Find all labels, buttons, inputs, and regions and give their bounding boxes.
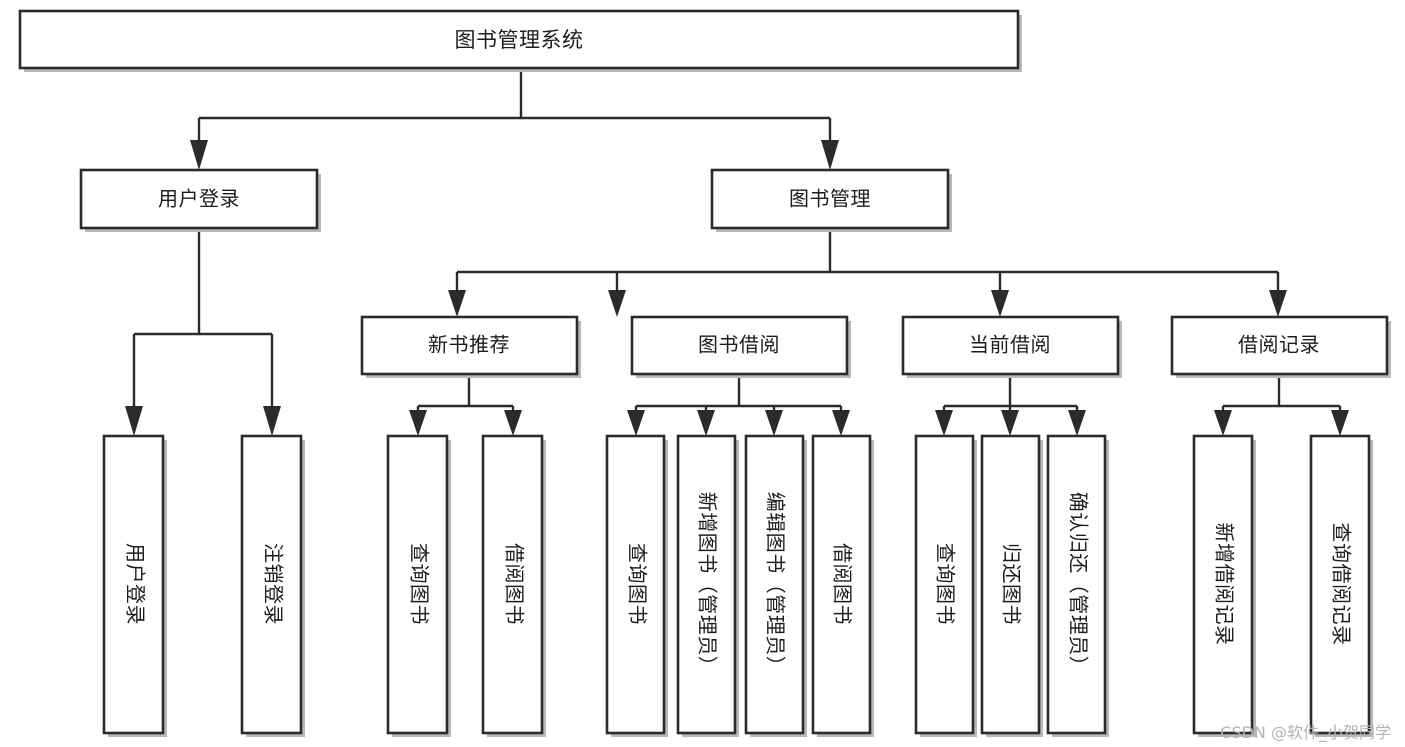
arrow-head-record-add: [1214, 410, 1232, 436]
arrow-head-borrow-record: [1269, 290, 1287, 317]
leaf-current-borrow-1-label: 查询图书: [934, 543, 958, 625]
leaf-borrow-record-1-box[interactable]: [1192, 434, 1254, 735]
leaf-recommend-1[interactable]: 查询图书: [386, 434, 451, 737]
node-user-login-box[interactable]: [79, 168, 319, 230]
leaf-book-borrow-4-label: 借阅图书: [831, 543, 855, 625]
leaf-book-borrow-4[interactable]: 借阅图书: [811, 434, 874, 737]
arrow-head-current-return: [1001, 410, 1019, 436]
leaf-book-borrow-1[interactable]: 查询图书: [605, 434, 668, 737]
leaf-recommend-2-label: 借阅图书: [503, 543, 527, 625]
leaf-book-borrow-3-label: 编辑图书（管理员）: [764, 492, 788, 677]
leaf-borrow-record-2-box[interactable]: [1309, 434, 1371, 735]
leaf-recommend-1-box[interactable]: [386, 434, 449, 735]
node-root-box[interactable]: [18, 9, 1020, 70]
node-root-label: 图书管理系统: [455, 28, 584, 52]
node-new-book-recommend-label: 新书推荐: [428, 333, 510, 357]
arrow-head-user-login: [190, 140, 208, 170]
leaf-current-borrow-1-box[interactable]: [914, 434, 975, 735]
node-borrow-record[interactable]: 借阅记录: [1170, 315, 1391, 378]
arrow-head-borrow-lend: [832, 410, 850, 436]
node-book-manage-label: 图书管理: [789, 187, 871, 211]
leaf-recommend-1-label: 查询图书: [408, 543, 432, 625]
leaf-book-borrow-1-box[interactable]: [605, 434, 666, 735]
node-root[interactable]: 图书管理系统: [18, 9, 1022, 72]
leaf-user-login-1[interactable]: 用户登录: [102, 434, 167, 737]
leaf-recommend-2[interactable]: 借阅图书: [481, 434, 546, 737]
arrow-head-new-book-recommend: [448, 290, 466, 317]
arrow-head-recommend-query: [409, 410, 427, 436]
node-current-borrow[interactable]: 当前借阅: [901, 315, 1122, 378]
arrow-head-current-borrow: [991, 290, 1009, 317]
arrow-head-book-manage: [821, 140, 839, 170]
node-borrow-record-box[interactable]: [1170, 315, 1389, 376]
leaf-current-borrow-3-box[interactable]: [1046, 434, 1107, 735]
arrow-head-book-borrow: [608, 290, 626, 317]
leaf-borrow-record-1-label: 新增借阅记录: [1213, 523, 1237, 646]
node-user-login[interactable]: 用户登录: [79, 168, 321, 232]
leaf-borrow-record-2[interactable]: 查询借阅记录: [1309, 434, 1373, 737]
node-current-borrow-label: 当前借阅: [969, 333, 1051, 357]
node-new-book-recommend[interactable]: 新书推荐: [360, 315, 581, 378]
arrow-head-leaf-user-login: [125, 406, 143, 436]
leaf-book-borrow-2-label: 新增图书（管理员）: [696, 492, 720, 677]
leaf-book-borrow-3[interactable]: 编辑图书（管理员）: [744, 434, 807, 737]
node-book-borrow-box[interactable]: [630, 315, 849, 376]
leaf-book-borrow-4-box[interactable]: [811, 434, 872, 735]
node-book-borrow[interactable]: 图书借阅: [630, 315, 851, 378]
leaf-user-login-1-box[interactable]: [102, 434, 165, 735]
node-borrow-record-label: 借阅记录: [1238, 333, 1320, 357]
leaf-user-login-1-label: 用户登录: [124, 543, 148, 625]
leaf-current-borrow-2[interactable]: 归还图书: [980, 434, 1043, 737]
node-book-borrow-label: 图书借阅: [698, 333, 780, 357]
leaf-current-borrow-2-box[interactable]: [980, 434, 1041, 735]
leaf-user-login-2-label: 注销登录: [262, 543, 286, 625]
leaf-recommend-2-box[interactable]: [481, 434, 544, 735]
leaf-user-login-2-box[interactable]: [240, 434, 303, 735]
leaf-current-borrow-3-label: 确认归还（管理员）: [1067, 492, 1091, 677]
leaf-book-borrow-2[interactable]: 新增图书（管理员）: [676, 434, 739, 737]
arrow-head-current-confirm: [1068, 410, 1086, 436]
leaf-book-borrow-3-box[interactable]: [744, 434, 805, 735]
leaf-user-login-2[interactable]: 注销登录: [240, 434, 305, 737]
arrow-head-borrow-add: [697, 410, 715, 436]
leaf-borrow-record-2-label: 查询借阅记录: [1330, 523, 1354, 646]
arrow-head-current-query: [935, 410, 953, 436]
arrow-head-recommend-borrow: [504, 410, 522, 436]
node-book-manage-box[interactable]: [710, 168, 950, 230]
arrow-head-borrow-query: [627, 410, 645, 436]
leaf-book-borrow-1-label: 查询图书: [626, 543, 650, 625]
arrow-head-record-query: [1331, 410, 1349, 436]
node-current-borrow-box[interactable]: [901, 315, 1120, 376]
arrow-head-borrow-edit: [765, 410, 783, 436]
arrow-head-leaf-logout: [263, 406, 281, 436]
leaf-current-borrow-3[interactable]: 确认归还（管理员）: [1046, 434, 1109, 737]
leaf-borrow-record-1[interactable]: 新增借阅记录: [1192, 434, 1256, 737]
leaf-book-borrow-2-box[interactable]: [676, 434, 737, 735]
node-new-book-recommend-box[interactable]: [360, 315, 579, 376]
leaf-current-borrow-2-label: 归还图书: [1000, 543, 1024, 625]
csdn-watermark: CSDN @软件_小贺同学: [1220, 723, 1391, 742]
node-user-login-label: 用户登录: [158, 187, 240, 211]
leaf-current-borrow-1[interactable]: 查询图书: [914, 434, 977, 737]
connector-layer: [125, 68, 1349, 436]
node-book-manage[interactable]: 图书管理: [710, 168, 952, 232]
